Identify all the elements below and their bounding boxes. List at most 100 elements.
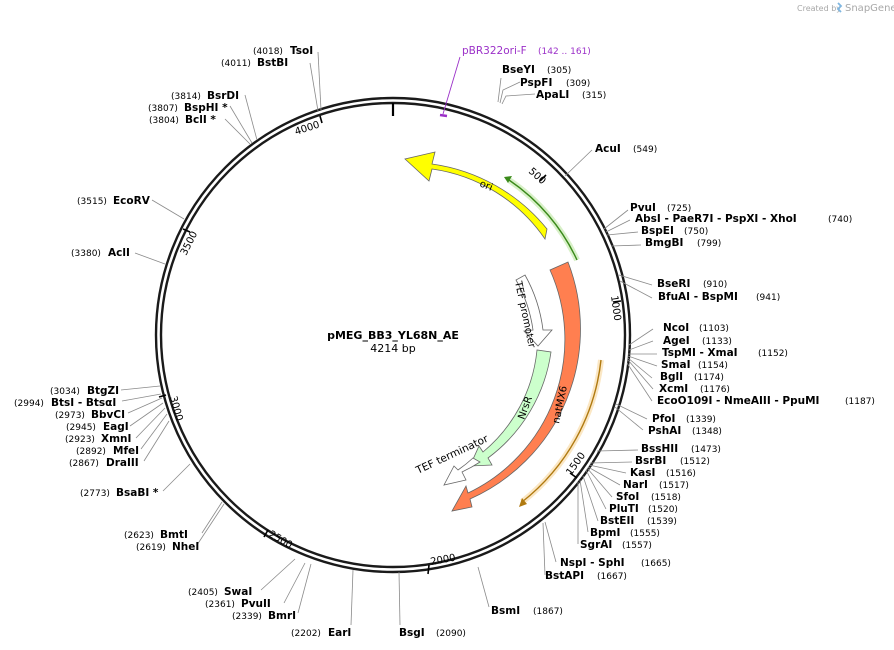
svg-text:(2923): (2923) [65,435,95,445]
site-eagi[interactable]: (2945)EagI [66,421,129,433]
site-bmgbi[interactable]: BmgBI(799) [645,237,721,249]
site-agei[interactable]: AgeI(1133) [663,335,732,347]
site-sfoi[interactable]: SfoI(1518) [616,491,681,503]
tick-mark-2000 [427,564,430,575]
svg-text:(1348): (1348) [692,427,722,437]
site-pfoi[interactable]: PfoI(1339) [652,413,716,425]
site-xcmi[interactable]: XcmI(1176) [659,383,730,395]
svg-text:TspMI - XmaI: TspMI - XmaI [662,347,738,359]
site-bmti[interactable]: (2623)BmtI [124,529,188,541]
svg-text:BstEII: BstEII [600,515,634,527]
site-beri[interactable]: BseRI(910) [657,278,727,290]
site-pspfi[interactable]: PspFI(309) [520,77,590,89]
svg-text:(305): (305) [547,66,571,76]
site-bsteii[interactable]: BstEII(1539) [600,515,677,527]
svg-text:BstAPI: BstAPI [545,570,584,582]
site-bcli[interactable]: (3804)BclI * [149,114,216,126]
site-bbvci[interactable]: (2973)BbvCI [55,409,125,421]
tick-label-3000: 3000 [167,395,184,422]
tick-label-1000: 1000 [608,295,622,322]
svg-text:BclI *: BclI * [185,114,216,126]
svg-text:(1133): (1133) [702,337,732,347]
svg-text:(740): (740) [828,215,852,225]
site-bstapi[interactable]: BstAPI(1667) [545,570,627,582]
site-bsphi[interactable]: (3807)BspHI * [148,102,228,114]
site-bstbi[interactable]: (4011)BstBI [221,57,288,69]
orf-orange-line [521,359,602,503]
site-bgli[interactable]: BglI(1174) [660,371,724,383]
svg-text:(1154): (1154) [698,361,728,371]
tick-label-2000: 2000 [430,553,457,568]
site-smai[interactable]: SmaI(1154) [661,359,728,371]
site-eari[interactable]: (2202)EarI [291,627,351,639]
svg-text:(1473): (1473) [691,445,721,455]
site-nspi-sphi[interactable]: NspI - SphI(1665) [560,557,671,569]
site-bsrdi[interactable]: (3814)BsrDI [171,90,239,102]
snapgene-credit: Created by SnapGene [797,2,894,14]
backbone-outer-strand [154,96,632,574]
site-btsi[interactable]: (2994)BtsI - BtsαI [14,397,116,409]
site-sgrai[interactable]: SgrAI(1557) [580,539,652,551]
svg-text:SgrAI: SgrAI [580,539,612,551]
svg-text:XcmI: XcmI [659,383,688,395]
site-swai[interactable]: (2405)SwaI [188,586,252,598]
site-bpmi[interactable]: BpmI(1555) [590,527,660,539]
site-nari[interactable]: NarI(1517) [623,479,689,491]
site-tsoi[interactable]: (4018)TsoI [253,45,313,57]
site-bsrbi[interactable]: BsrBI(1512) [635,455,710,467]
site-bsshii[interactable]: BssHII (1473) [641,443,721,455]
svg-text:BssHII: BssHII [641,443,678,455]
site-bsgi[interactable]: BsgI(2090) [399,627,466,639]
orf-green-halo [507,177,580,262]
svg-text:(1152): (1152) [758,349,788,359]
tick-mark-3000 [158,394,167,398]
svg-text:(2994): (2994) [14,399,44,409]
svg-text:BpmI: BpmI [590,527,620,539]
svg-text:BsrDI: BsrDI [207,90,239,102]
site-bfuai-bspmi[interactable]: BfuAI - BspMI(941) [658,291,780,303]
site-pvui[interactable]: PvuI(725) [630,202,691,214]
svg-text:NcoI: NcoI [663,322,689,334]
site-ppumi-group[interactable]: EcoO109I - NmeAIII - PpuMI(1187) [657,395,875,407]
svg-text:PvuI: PvuI [630,202,656,214]
feature-nrsr[interactable]: NrsR [469,349,552,467]
feature-ori[interactable]: ori [404,151,548,241]
site-acui[interactable]: AcuI(549) [595,143,657,155]
site-ecorv[interactable]: (3515)EcoRV [77,195,151,207]
svg-text:XmnI: XmnI [101,433,131,445]
svg-text:(910): (910) [703,280,727,290]
svg-text:(1665): (1665) [641,559,671,569]
site-mfei[interactable]: (2892)MfeI [76,445,139,457]
svg-text:AbsI - PaeR7I - PspXI - XhoI: AbsI - PaeR7I - PspXI - XhoI [635,213,797,225]
site-xhoi-group[interactable]: AbsI - PaeR7I - PspXI - XhoI (740) [635,213,852,225]
site-kasi[interactable]: KasI(1516) [630,467,696,479]
svg-text:EcoO109I - NmeAIII - PpuMI: EcoO109I - NmeAIII - PpuMI [657,395,819,407]
site-bsabi[interactable]: (2773) BsaBI * [80,487,159,499]
site-btgzi[interactable]: (3034)BtgZI [50,385,119,397]
site-pshai[interactable]: PshAI(1348) [648,425,722,437]
orf-green-arrowhead [504,176,512,183]
svg-text:BsaBI *: BsaBI * [116,487,159,499]
site-bsmi[interactable]: BsmI(1867) [491,605,563,617]
site-bmri[interactable]: (2339)BmrI [232,610,296,622]
site-acli[interactable]: (3380)AclI [71,247,130,259]
site-bspei[interactable]: BspEI(750) [641,225,708,237]
site-apali[interactable]: ApaLI(315) [536,89,606,101]
site-pluti[interactable]: PluTI(1520) [609,503,678,515]
site-pvuii[interactable]: (2361)PvuII [205,598,271,610]
svg-text:BspHI *: BspHI * [184,102,228,114]
primer-pbr322ori-f[interactable]: pBR322ori-F (142 .. 161) [439,45,591,118]
svg-text:(1518): (1518) [651,493,681,503]
site-draiii[interactable]: (2867)DraIII [69,457,139,469]
site-ncoi[interactable]: NcoI(1103) [663,322,729,334]
svg-text:(1520): (1520) [648,505,678,515]
site-xmni[interactable]: (2923) XmnI [65,433,131,445]
svg-text:BmrI: BmrI [268,610,296,622]
site-tspmi-xmai[interactable]: TspMI - XmaI (1152) [662,347,788,359]
site-nhei[interactable]: (2619)NheI [136,541,199,553]
feature-tef-promoter[interactable]: TEF promoter [512,274,553,350]
site-bseyi[interactable]: BseYI(305) [502,64,571,76]
svg-text:(2773): (2773) [80,489,110,499]
